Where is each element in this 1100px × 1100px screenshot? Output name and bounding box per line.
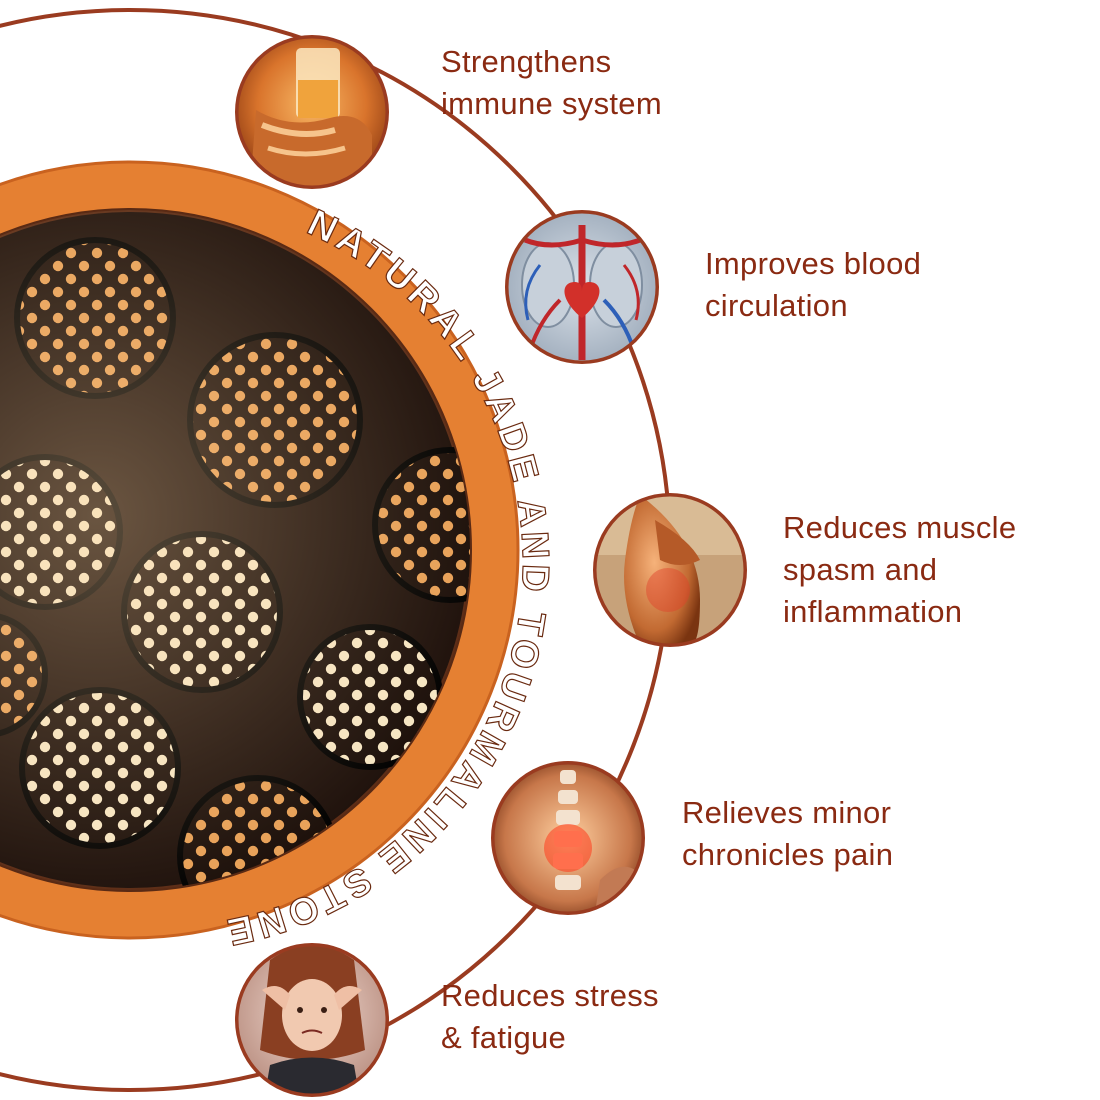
benefit-immune-line-2: immune system xyxy=(441,86,662,121)
hand-holding-drink-icon xyxy=(235,35,389,189)
benefit-stress-line-2: & fatigue xyxy=(441,1020,567,1055)
benefit-pain-label: Relieves minor chronicles pain xyxy=(682,792,893,876)
leg-muscle-icon xyxy=(593,493,747,647)
benefit-muscle-line-3: inflammation xyxy=(783,594,963,629)
stone-dot-discs xyxy=(0,210,470,890)
benefit-stress-label: Reduces stress & fatigue xyxy=(441,975,659,1059)
benefit-muscle-label: Reduces muscle spasm and inflammation xyxy=(783,507,1016,633)
benefit-muscle-line-1: Reduces muscle xyxy=(783,510,1017,545)
benefit-circulation-line-2: circulation xyxy=(705,288,848,323)
spine-pain-icon xyxy=(491,761,645,915)
benefit-muscle-line-2: spasm and xyxy=(783,552,938,587)
benefit-pain-line-1: Relieves minor xyxy=(682,795,892,830)
benefit-pain-line-2: chronicles pain xyxy=(682,837,894,872)
benefit-stress-line-1: Reduces stress xyxy=(441,978,659,1013)
benefit-immune-label: Strengthens immune system xyxy=(441,41,662,125)
benefit-circulation-line-1: Improves blood xyxy=(705,246,922,281)
benefit-immune-line-1: Strengthens xyxy=(441,44,612,79)
benefit-circulation-label: Improves blood circulation xyxy=(705,243,921,327)
stressed-person-icon xyxy=(235,943,389,1097)
circulatory-system-icon xyxy=(505,210,659,364)
